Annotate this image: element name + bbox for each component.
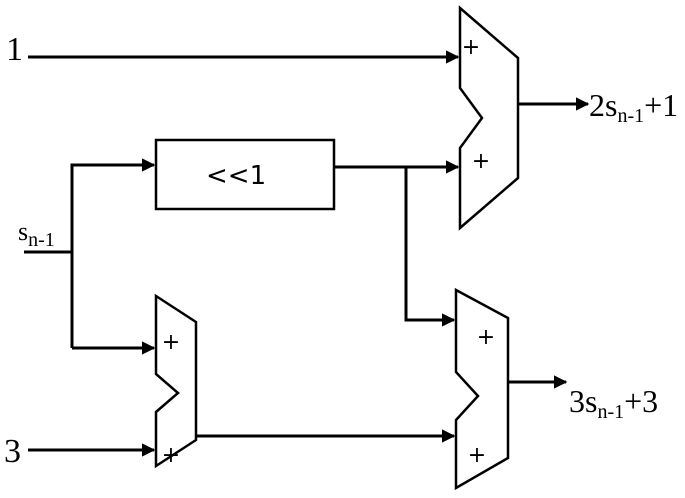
output-bottom-base: s (585, 383, 597, 419)
bottom-adder-plus-2: + (468, 443, 486, 468)
output-bottom-subscript: n-1 (597, 401, 624, 423)
left-adder-plus-2: + (162, 443, 180, 468)
input-s-base: s (18, 217, 28, 246)
top-adder (458, 5, 520, 231)
output-top-tail: +1 (644, 87, 678, 123)
wire-shift-to-bottom-adder (404, 167, 456, 327)
left-adder (154, 293, 198, 469)
output-bottom-label: 3sn-1+3 (569, 383, 658, 423)
top-adder-plus-2: + (472, 149, 490, 174)
shift-left-block (154, 138, 336, 211)
shift-left-label: <<1 (206, 161, 266, 191)
left-adder-plus-1: + (162, 330, 180, 355)
bottom-adder-plus-1: + (477, 325, 495, 350)
output-bottom-coef: 3 (569, 383, 585, 419)
input-s-subscript: n-1 (28, 229, 55, 251)
input-one-label: 1 (6, 31, 23, 68)
output-top-label: 2sn-1+1 (589, 87, 678, 127)
bottom-adder (454, 287, 510, 491)
output-top-base: s (605, 87, 617, 123)
top-adder-plus-1: + (462, 35, 480, 60)
output-top-subscript: n-1 (617, 105, 644, 127)
input-three-label: 3 (4, 433, 21, 470)
output-top-coef: 2 (589, 87, 605, 123)
input-s-label: sn-1 (18, 217, 55, 251)
wire-s-bus (70, 158, 156, 348)
output-bottom-tail: +3 (624, 383, 658, 419)
